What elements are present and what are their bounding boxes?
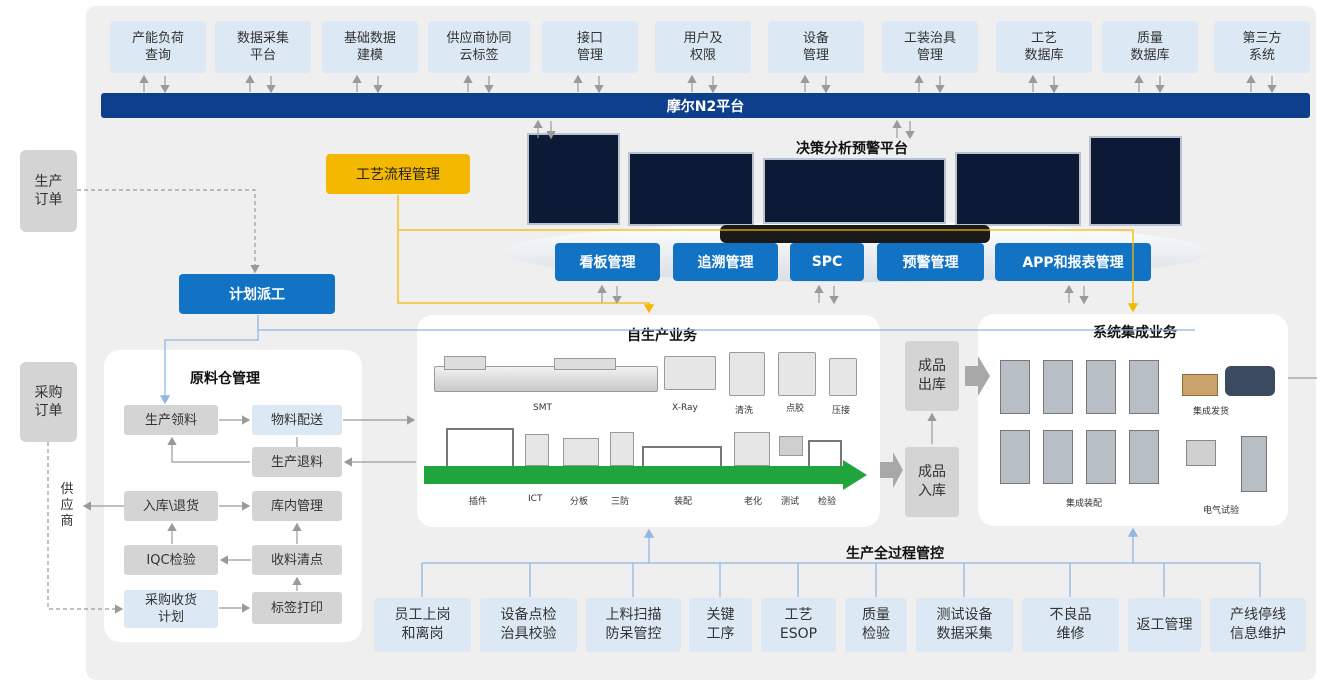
cabinet-8 (1129, 430, 1159, 484)
test-computer-icon (1186, 440, 1216, 466)
decision-platform-title: 决策分析预警平台 (796, 141, 908, 157)
cabinet-6 (1043, 430, 1073, 484)
test-label: 测试 (781, 497, 800, 507)
cabinet-2 (1043, 360, 1073, 414)
label-print-box[interactable]: 标签打印 (252, 592, 342, 624)
coating-label: 三防 (611, 497, 630, 507)
top-system-supplier-cloud[interactable]: 供应商协同 云标签 (428, 21, 530, 73)
press-fit-label: 压接 (832, 406, 851, 416)
production-pick-box[interactable]: 生产领料 (124, 405, 218, 435)
xray-label: X-Ray (672, 403, 698, 413)
platform-bar: 摩尔N2平台 (101, 93, 1310, 118)
top-system-equipment[interactable]: 设备 管理 (768, 21, 864, 73)
supplier-label: 供应商 (60, 482, 74, 529)
top-system-capacity[interactable]: 产能负荷 查询 (110, 21, 206, 73)
top-system-quality-db[interactable]: 质量 数据库 (1102, 21, 1198, 73)
control-quality-inspection[interactable]: 质量 检验 (845, 598, 907, 652)
ict-machine-image (525, 434, 549, 466)
iqc-inspection-box[interactable]: IQC检验 (124, 545, 218, 575)
top-system-interface[interactable]: 接口 管理 (542, 21, 638, 73)
production-order[interactable]: 生产 订单 (20, 150, 77, 232)
traceability-management-button[interactable]: 追溯管理 (673, 243, 778, 281)
test-cabinet (1241, 436, 1267, 492)
cabinet-5 (1000, 430, 1030, 484)
press-fit-machine-image (829, 358, 857, 396)
purchase-receive-plan-box[interactable]: 采购收货 计划 (124, 590, 218, 628)
coating-machine-image (610, 432, 634, 466)
ict-label: ICT (528, 494, 543, 504)
xray-machine-image (664, 356, 716, 390)
dispensing-label: 点胶 (786, 404, 805, 414)
control-key-process[interactable]: 关键 工序 (689, 598, 752, 652)
dashboard-screen-4 (955, 152, 1081, 226)
depanel-machine-image (563, 438, 599, 466)
process-control-title: 生产全过程管控 (846, 546, 944, 562)
cabinet-3 (1086, 360, 1116, 414)
aging-label: 老化 (744, 497, 763, 507)
top-system-third-party[interactable]: 第三方 系统 (1214, 21, 1310, 73)
control-equipment-check[interactable]: 设备点检 治具校验 (480, 598, 577, 652)
test-station-image (779, 436, 803, 456)
dashboard-management-button[interactable]: 看板管理 (555, 243, 660, 281)
spc-button[interactable]: SPC (790, 243, 864, 281)
purchase-order[interactable]: 采购 订单 (20, 362, 77, 442)
top-system-process-db[interactable]: 工艺 数据库 (996, 21, 1092, 73)
dashboard-screen-1 (527, 133, 620, 225)
cabinet-7 (1086, 430, 1116, 484)
in-return-box[interactable]: 入库\退货 (124, 491, 218, 521)
receiving-count-box[interactable]: 收料清点 (252, 545, 342, 575)
production-return-box[interactable]: 生产退料 (252, 447, 342, 477)
top-system-base-data[interactable]: 基础数据 建模 (322, 21, 418, 73)
dispensing-machine-image (778, 352, 816, 396)
control-line-stop-info[interactable]: 产线停线 信息维护 (1210, 598, 1306, 652)
inventory-management-box[interactable]: 库内管理 (252, 491, 342, 521)
dashboard-screen-2 (628, 152, 754, 226)
cabinet-4 (1129, 360, 1159, 414)
dashboard-screen-3 (763, 158, 946, 224)
material-delivery-box[interactable]: 物料配送 (252, 405, 342, 435)
cabinet-1 (1000, 360, 1030, 414)
control-staff-onboarding[interactable]: 员工上岗 和离岗 (374, 598, 471, 652)
inspection-label: 检验 (818, 497, 837, 507)
inspection-station-image (808, 440, 842, 466)
app-report-management-button[interactable]: APP和报表管理 (995, 243, 1151, 281)
dashboard-screen-5 (1089, 136, 1182, 226)
top-system-users[interactable]: 用户及 权限 (655, 21, 751, 73)
control-test-data-collection[interactable]: 测试设备 数据采集 (916, 598, 1013, 652)
integration-delivery-label: 集成发货 (1193, 407, 1230, 417)
assembly-line-arrow (424, 466, 844, 484)
production-panel (417, 315, 880, 527)
insertion-label: 插件 (469, 497, 488, 507)
depanel-label: 分板 (570, 497, 589, 507)
control-defect-repair[interactable]: 不良品 维修 (1022, 598, 1119, 652)
control-rework-management[interactable]: 返工管理 (1128, 598, 1201, 652)
smt-label: SMT (533, 403, 552, 413)
finished-goods-in-box[interactable]: 成品 入库 (905, 447, 959, 517)
top-system-data-collection[interactable]: 数据采集 平台 (215, 21, 311, 73)
smt-line-image (434, 352, 658, 392)
aging-rack-image (734, 432, 770, 466)
control-process-esop[interactable]: 工艺 ESOP (761, 598, 836, 652)
warehouse-title: 原料仓管理 (190, 371, 260, 387)
assembly-label: 装配 (674, 497, 693, 507)
electrical-test-label: 电气试验 (1203, 506, 1240, 516)
integration-title: 系统集成业务 (1093, 325, 1177, 341)
process-flow-management-button[interactable]: 工艺流程管理 (326, 154, 470, 194)
insertion-station-image (446, 428, 514, 466)
finished-goods-out-box[interactable]: 成品 出库 (905, 341, 959, 411)
assembly-station-image (642, 446, 722, 466)
alert-management-button[interactable]: 预警管理 (877, 243, 984, 281)
assembly-line-arrowhead (843, 460, 867, 490)
cleaning-machine-image (729, 352, 765, 396)
control-loading-scan[interactable]: 上料扫描 防呆管控 (586, 598, 681, 652)
top-system-fixtures[interactable]: 工装治具 管理 (882, 21, 978, 73)
production-title: 自生产业务 (627, 328, 697, 344)
delivery-truck-icon (1225, 366, 1275, 396)
cleaning-label: 清洗 (735, 406, 754, 416)
plan-dispatch-button[interactable]: 计划派工 (179, 274, 335, 314)
integration-assembly-label: 集成装配 (1066, 499, 1103, 509)
boxes-icon (1182, 374, 1218, 396)
integration-panel (978, 314, 1288, 526)
